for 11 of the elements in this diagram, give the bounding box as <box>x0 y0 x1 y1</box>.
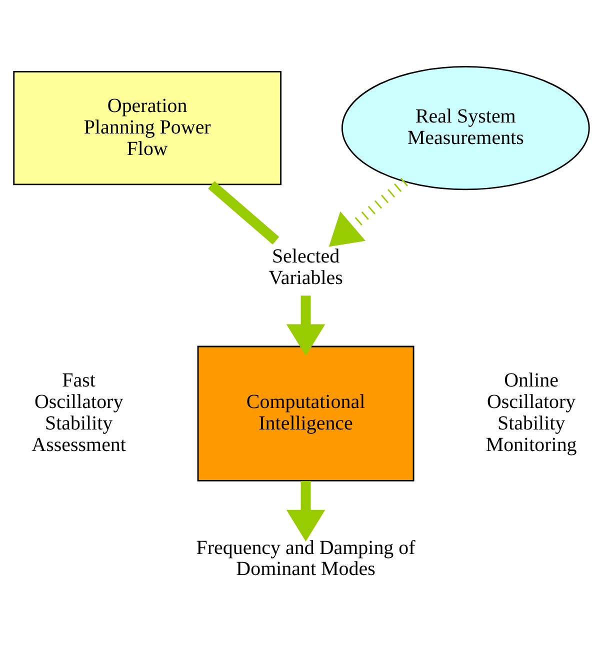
label: Online Oscillatory Stability Monitoring <box>486 370 577 456</box>
node-text: Frequency and Damping of Dominant Modes <box>196 536 416 580</box>
arrow <box>286 296 326 356</box>
connector <box>208 181 280 244</box>
node-box: Operation Planning Power Flow <box>13 71 282 186</box>
arrow <box>328 178 408 247</box>
node-box: Computational Intelligence <box>197 346 414 482</box>
label: Fast Oscillatory Stability Assessment <box>32 370 126 456</box>
arrow <box>286 480 326 542</box>
node-ellipse: Real System Measurements <box>341 66 590 190</box>
node-text: Selected Variables <box>268 246 343 289</box>
